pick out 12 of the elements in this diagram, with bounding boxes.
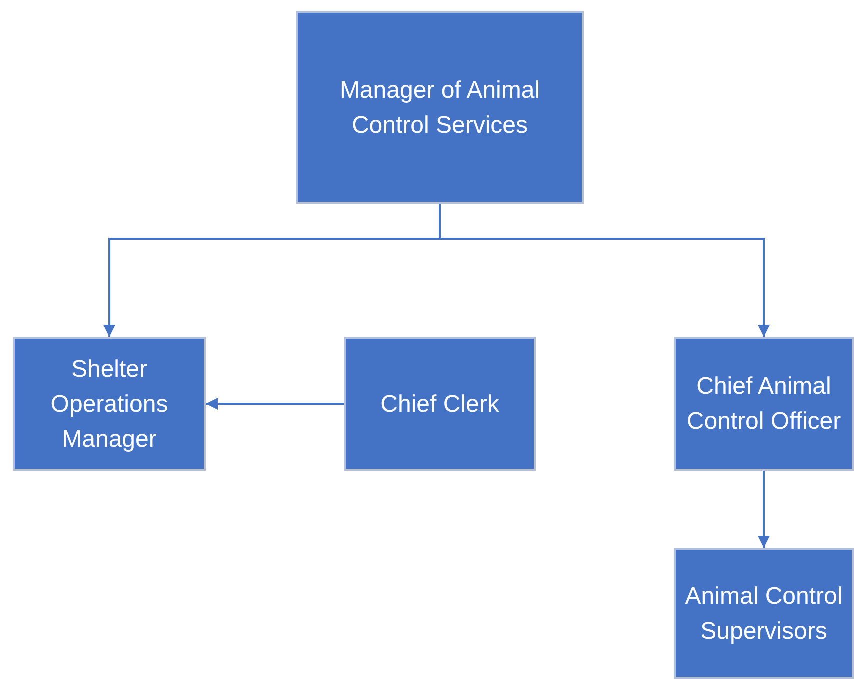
role-box	[13, 337, 206, 471]
role-box	[674, 337, 854, 471]
role-box	[674, 548, 854, 679]
role-title: Animal Control Supervisors	[684, 582, 844, 646]
role-title: Shelter Operations Manager	[50, 354, 170, 454]
arrow	[758, 471, 770, 548]
arrow	[206, 398, 344, 410]
role-title: Manager of Animal Control Services	[338, 76, 542, 140]
role-box	[296, 11, 584, 204]
role-title: Chief Animal Control Officer	[686, 372, 842, 437]
role-box	[344, 337, 536, 471]
role-title: Chief Clerk	[380, 390, 500, 420]
